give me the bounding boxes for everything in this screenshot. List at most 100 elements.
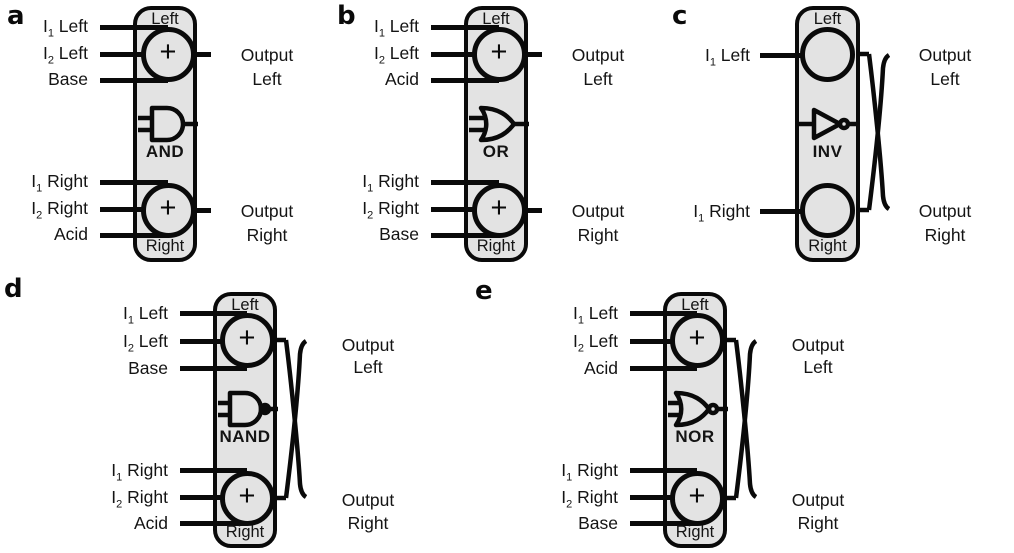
input-label: I2 Left [373,43,419,67]
mixing-circle: + [669,470,725,526]
input-label: I1 Right [31,171,88,195]
panel-letter: a [7,1,25,31]
panel-e: e I1 Left I2 Left Acid I1 Right I2 Right… [470,275,900,553]
plus-icon: + [490,36,508,68]
gate-label: NOR [675,427,715,446]
output-label: Output [341,335,395,355]
module-cap-bottom: Right [225,523,265,541]
crossover-wires [727,337,757,501]
mixing-circle: + [471,182,527,238]
panel-a: a I1 Left I2 Left Base I1 Right I2 Right… [0,0,330,270]
input-wire [630,338,697,344]
input-wire [100,179,168,185]
input-label: I1 Right [561,459,618,483]
output-label: Output [341,490,395,510]
panel-b: b I1 Left I2 Left Acid I1 Right I2 Right… [331,0,661,270]
module-cap-bottom: Right [675,523,715,541]
input-wire [431,179,499,185]
module-cap-top: Left [151,10,179,28]
output-label: Left [252,69,282,89]
input-label: Base [379,224,419,244]
panel-letter: c [672,1,688,31]
input-wire [100,77,168,83]
input-label: I1 Left [572,302,618,326]
module-cap-top: Left [482,10,510,28]
output-label: Output [571,45,625,65]
input-wire [630,520,697,526]
input-label: I2 Right [31,198,88,222]
or-gate-icon [469,105,529,143]
module-cap-bottom: Right [808,237,847,255]
output-wire [528,51,542,57]
gate-label: AND [145,142,185,161]
mixing-circle: + [219,312,275,368]
input-wire [180,494,247,500]
panel-letter: d [4,274,23,304]
input-label: I2 Left [572,330,618,354]
input-label: Acid [53,224,88,244]
panel-letter: e [475,276,493,306]
input-wire [100,232,168,238]
inverter-gate-icon [797,107,858,141]
input-label: I1 Right [111,459,168,483]
and-gate-icon [138,105,198,143]
output-label: Right [924,225,966,245]
input-wire [431,24,499,30]
output-label: Output [791,335,845,355]
input-label: I1 Left [122,302,168,326]
input-label: I2 Right [111,486,168,510]
plus-icon: + [238,480,256,512]
output-label: Output [918,201,972,221]
input-wire [630,467,697,473]
module-cap-top: Left [231,296,259,314]
plus-icon: + [159,192,177,224]
input-label: Acid [384,69,419,89]
panel-letter: b [337,1,356,31]
crossover-wires [860,51,890,213]
input-label: Acid [583,357,618,378]
output-label: Left [583,69,613,89]
input-wire [630,310,697,316]
input-label: Base [578,512,618,533]
input-wire [180,365,247,371]
input-wire [180,338,247,344]
input-wire [100,24,168,30]
plus-icon: + [159,36,177,68]
input-wire [431,232,499,238]
input-label: I1 Right [362,171,419,195]
output-label: Left [353,357,383,377]
input-label: I2 Right [362,198,419,222]
panel-d: d I1 Left I2 Left Base I1 Right I2 Right… [0,275,430,553]
input-label: I2 Left [122,330,168,354]
input-label: I2 Right [561,486,618,510]
plus-icon: + [490,192,508,224]
input-label: I1 Left [42,16,88,40]
input-wire [760,52,828,58]
output-label: Right [797,513,839,533]
input-wire [180,310,247,316]
mixing-circle: + [471,26,527,82]
input-label: Base [48,69,88,89]
output-wire [197,207,211,213]
input-label: I1 Right [693,200,750,224]
input-label: I1 Left [704,44,750,68]
input-label: Acid [133,512,168,533]
mixing-circle: + [669,312,725,368]
input-wire [760,208,828,214]
output-label: Output [240,201,294,221]
input-label: I2 Left [42,43,88,67]
output-label: Right [246,225,288,245]
mixing-circle: + [219,470,275,526]
output-label: Output [240,45,294,65]
gate-label: OR [482,142,510,161]
output-label: Output [918,45,972,65]
input-wire [431,51,499,57]
module-cap-bottom: Right [476,237,516,255]
mixing-circle [800,26,855,82]
input-wire [431,206,499,212]
plus-icon: + [238,322,256,354]
input-wire [630,365,697,371]
gate-label: NAND [219,427,271,446]
nor-gate-icon [668,390,728,428]
